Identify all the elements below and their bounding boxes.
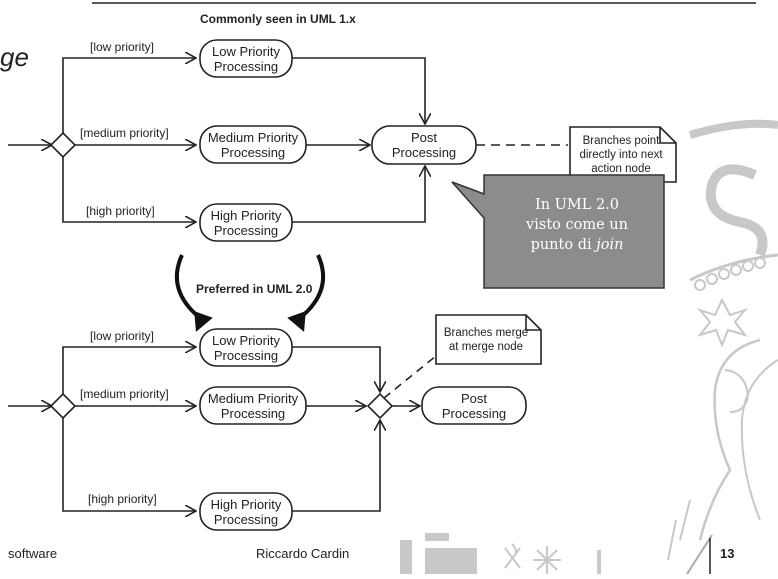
- bottom-low-line2: Processing: [214, 348, 278, 363]
- bottom-guard-high: [high priority]: [88, 492, 157, 506]
- footer-author: Riccardo Cardin: [256, 546, 350, 561]
- top-low-line1: Low Priority: [212, 44, 280, 59]
- top-guard-labels: [low priority] [medium priority] [high p…: [80, 40, 169, 218]
- callout-line1: In UML 2.0: [534, 197, 620, 213]
- top-diagram-heading: Commonly seen in UML 1.x: [200, 12, 356, 26]
- bottom-guard-medium: [medium priority]: [80, 387, 169, 401]
- top-branch-high: [62, 157, 196, 222]
- top-low-line2: Processing: [214, 59, 278, 74]
- callout-bubble: [451, 174, 665, 289]
- bottom-guard-labels: [low priority] [medium priority] [high p…: [80, 329, 169, 506]
- bottom-medium-line1: Medium Priority: [208, 391, 299, 406]
- transition-left-arc: [174, 254, 202, 320]
- background-emblem: [400, 119, 778, 575]
- bottom-low-line1: Low Priority: [212, 333, 280, 348]
- bottom-guard-low: [low priority]: [90, 329, 154, 343]
- bottom-diagram: [8, 314, 542, 531]
- bottom-note: [435, 314, 542, 365]
- top-high-line2: Processing: [214, 223, 278, 238]
- bottom-branch-low: [62, 347, 196, 394]
- bottom-note-text: Branches merge at merge node: [444, 327, 528, 353]
- top-decision-node: [49, 131, 77, 159]
- callout-line3: punto di join: [484, 235, 670, 255]
- bottom-note-line2: at merge node: [449, 341, 523, 353]
- transition-left-arrowhead: [194, 311, 213, 332]
- callout-text: In UML 2.0 visto come un punto di join: [484, 195, 670, 255]
- top-diagram: [8, 39, 677, 242]
- bottom-action-post-processing: [421, 386, 527, 425]
- page-number: 13: [720, 546, 735, 561]
- transition-right-arrowhead: [287, 311, 306, 332]
- slide-title-fragment: ge: [0, 42, 29, 72]
- top-note-line1: Branches point: [583, 135, 661, 147]
- transition-label: Preferred in UML 2.0: [196, 282, 313, 296]
- bottom-post-line2: Processing: [442, 406, 506, 421]
- bottom-medium-line2: Processing: [221, 406, 285, 421]
- top-branch-low: [62, 58, 196, 133]
- callout-line2: visto come un: [526, 217, 628, 233]
- bottom-note-anchor: [383, 355, 437, 399]
- bottom-decision-node: [49, 392, 77, 420]
- top-high-line1: High Priority: [211, 208, 282, 223]
- top-note-line2: directly into next: [579, 149, 663, 161]
- top-flow-low-to-post: [292, 57, 425, 124]
- top-action-labels: Low Priority Processing Medium Priority …: [208, 44, 456, 238]
- bottom-note-line1: Branches merge: [444, 327, 528, 339]
- top-guard-medium: [medium priority]: [80, 126, 169, 140]
- callout-line3-prefix: punto di: [530, 237, 597, 253]
- top-medium-line1: Medium Priority: [208, 130, 299, 145]
- top-guard-high: [high priority]: [86, 204, 155, 218]
- transition-right-arc: [298, 254, 326, 320]
- top-note-fold: [659, 127, 676, 144]
- bottom-flow-low-to-merge: [292, 346, 380, 392]
- bottom-flow-high-to-merge: [292, 420, 380, 512]
- bottom-post-line1: Post: [461, 391, 487, 406]
- transition: Preferred in UML 2.0: [174, 254, 326, 332]
- bottom-high-line2: Processing: [214, 512, 278, 527]
- top-note: [569, 126, 677, 183]
- top-medium-line2: Processing: [221, 145, 285, 160]
- top-post-line2: Processing: [392, 145, 456, 160]
- bottom-note-fold: [525, 315, 541, 331]
- top-flow-high-to-post: [292, 166, 425, 223]
- callout-line3-emphasis: join: [596, 237, 624, 253]
- merge-node: [366, 392, 394, 420]
- top-note-line3: action node: [591, 163, 650, 175]
- bottom-high-line1: High Priority: [211, 497, 282, 512]
- top-guard-low: [low priority]: [90, 40, 154, 54]
- bottom-branch-high: [62, 418, 196, 511]
- bottom-action-labels: Low Priority Processing Medium Priority …: [208, 333, 506, 527]
- top-note-text: Branches point directly into next action…: [579, 135, 663, 175]
- footer-left: software: [8, 546, 58, 561]
- top-post-line1: Post: [411, 130, 437, 145]
